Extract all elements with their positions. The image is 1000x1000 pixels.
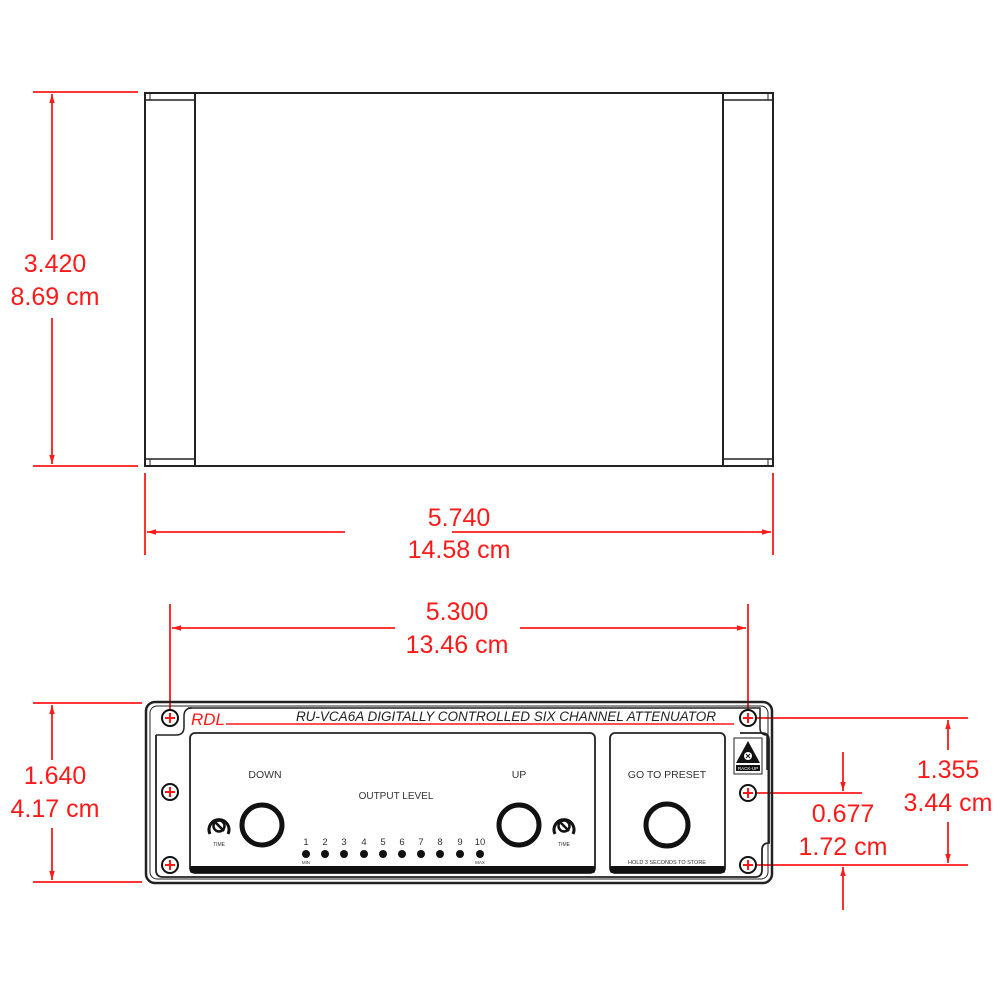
level-number: 7 bbox=[418, 837, 423, 848]
rack-up-badge-icon: RACK-UP bbox=[733, 737, 763, 775]
level-led bbox=[340, 850, 348, 858]
top-height-dimension bbox=[33, 91, 138, 467]
mount-width-dimension bbox=[169, 604, 749, 712]
level-led bbox=[456, 850, 464, 858]
level-number: 6 bbox=[399, 837, 404, 848]
time-label-right: TIME bbox=[558, 842, 571, 848]
level-led bbox=[476, 850, 484, 858]
top-width-inches: 5.740 bbox=[428, 504, 491, 532]
level-number: 4 bbox=[361, 837, 366, 848]
preset-button[interactable] bbox=[643, 801, 691, 849]
level-number: 2 bbox=[322, 837, 327, 848]
level-led bbox=[360, 850, 368, 858]
down-button[interactable] bbox=[239, 802, 285, 848]
panel-title: RU-VCA6A DIGITALLY CONTROLLED SIX CHANNE… bbox=[296, 709, 716, 724]
front-height-inches: 1.640 bbox=[24, 762, 87, 790]
time-knob-right-icon[interactable] bbox=[552, 818, 576, 835]
up-label: UP bbox=[512, 769, 527, 781]
time-knob-left-icon[interactable] bbox=[207, 818, 231, 835]
level-led bbox=[436, 850, 444, 858]
level-led bbox=[302, 850, 310, 858]
down-label: DOWN bbox=[248, 769, 281, 781]
rack-up-text: RACK-UP bbox=[738, 766, 758, 771]
mount-hole-mid-right-icon bbox=[739, 784, 757, 802]
preset-hint: HOLD 3 SECONDS TO STORE bbox=[628, 860, 706, 866]
top-height-inches: 3.420 bbox=[24, 250, 87, 278]
up-button[interactable] bbox=[496, 802, 542, 848]
level-number: 3 bbox=[341, 837, 346, 848]
front-panel bbox=[144, 700, 774, 885]
mount-spacing-cm: 3.44 cm bbox=[904, 789, 993, 817]
level-led bbox=[379, 850, 387, 858]
top-width-cm: 14.58 cm bbox=[408, 536, 511, 564]
mount-center-cm: 1.72 cm bbox=[799, 833, 888, 861]
control-window bbox=[189, 732, 596, 874]
mount-width-inches: 5.300 bbox=[426, 598, 489, 626]
brand-logo: RDL bbox=[191, 710, 225, 729]
level-number: 8 bbox=[437, 837, 442, 848]
mount-hole-bottom-left-icon bbox=[161, 856, 179, 874]
mount-hole-top-right-icon bbox=[739, 709, 757, 727]
mount-width-cm: 13.46 cm bbox=[406, 631, 509, 659]
level-indicator: 1 2 3 4 5 6 7 8 9 10 MIN MAX bbox=[302, 837, 485, 865]
mount-hole-mid-left-icon bbox=[161, 783, 179, 801]
top-height-cm: 8.69 cm bbox=[11, 283, 100, 311]
min-label: MIN bbox=[302, 860, 310, 865]
mount-center-inches: 0.677 bbox=[812, 800, 875, 828]
max-label: MAX bbox=[475, 860, 485, 865]
mount-hole-top-left-icon bbox=[161, 709, 179, 727]
time-label-left: TIME bbox=[213, 842, 226, 848]
level-number: 1 bbox=[303, 837, 308, 848]
level-led bbox=[321, 850, 329, 858]
mount-spacing-inches: 1.355 bbox=[917, 756, 980, 784]
level-led bbox=[398, 850, 406, 858]
level-number: 5 bbox=[380, 837, 385, 848]
preset-label: GO TO PRESET bbox=[628, 769, 707, 781]
front-height-dimension bbox=[33, 702, 142, 883]
output-level-label: OUTPUT LEVEL bbox=[359, 791, 434, 802]
level-number: 10 bbox=[475, 837, 486, 848]
front-height-cm: 4.17 cm bbox=[11, 795, 100, 823]
mount-hole-bottom-right-icon bbox=[739, 856, 757, 874]
top-width-dimension bbox=[144, 473, 774, 555]
mount-spacing-dimension bbox=[757, 717, 968, 910]
top-view-outline bbox=[144, 92, 774, 467]
level-number: 9 bbox=[457, 837, 462, 848]
level-led bbox=[417, 850, 425, 858]
